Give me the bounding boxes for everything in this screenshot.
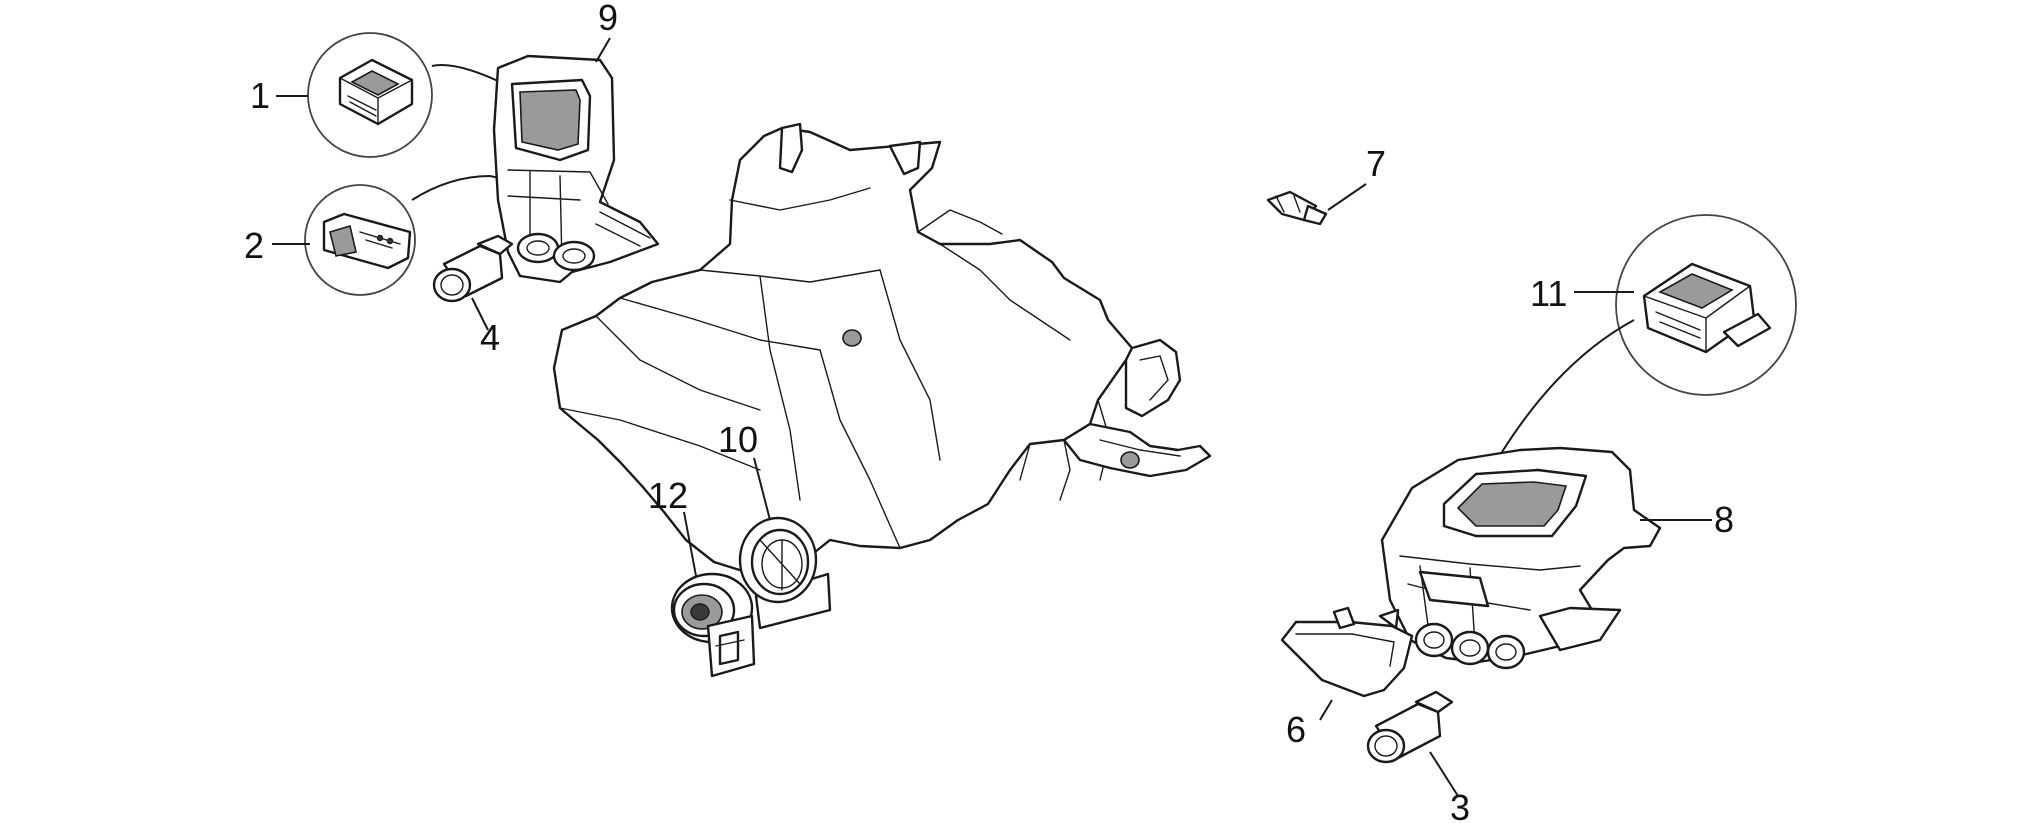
label-8: 8 [1714, 499, 1734, 540]
label-group: 1 2 3 4 6 7 8 9 10 11 12 [244, 0, 1734, 823]
part-8-right-housing [1380, 446, 1712, 670]
label-7: 7 [1366, 143, 1386, 184]
callout-11 [1501, 214, 1797, 453]
part-12-ignition [670, 511, 756, 678]
label-3: 3 [1450, 787, 1470, 823]
part-3-connector [1366, 690, 1459, 797]
label-10: 10 [718, 419, 758, 460]
part-10-bezel [738, 457, 832, 630]
label-6: 6 [1286, 709, 1306, 750]
label-12: 12 [648, 475, 688, 516]
main-body-panel [552, 122, 1212, 574]
callout-2 [304, 174, 509, 296]
part-7-bulb [1266, 183, 1367, 226]
label-4: 4 [480, 317, 500, 358]
label-1: 1 [250, 75, 270, 116]
label-2: 2 [244, 225, 264, 266]
part-9-left-housing [492, 54, 660, 284]
part-6-lens [1280, 606, 1414, 721]
label-11: 11 [1530, 273, 1567, 314]
part-4-connector [432, 234, 514, 331]
label-9: 9 [598, 0, 618, 38]
